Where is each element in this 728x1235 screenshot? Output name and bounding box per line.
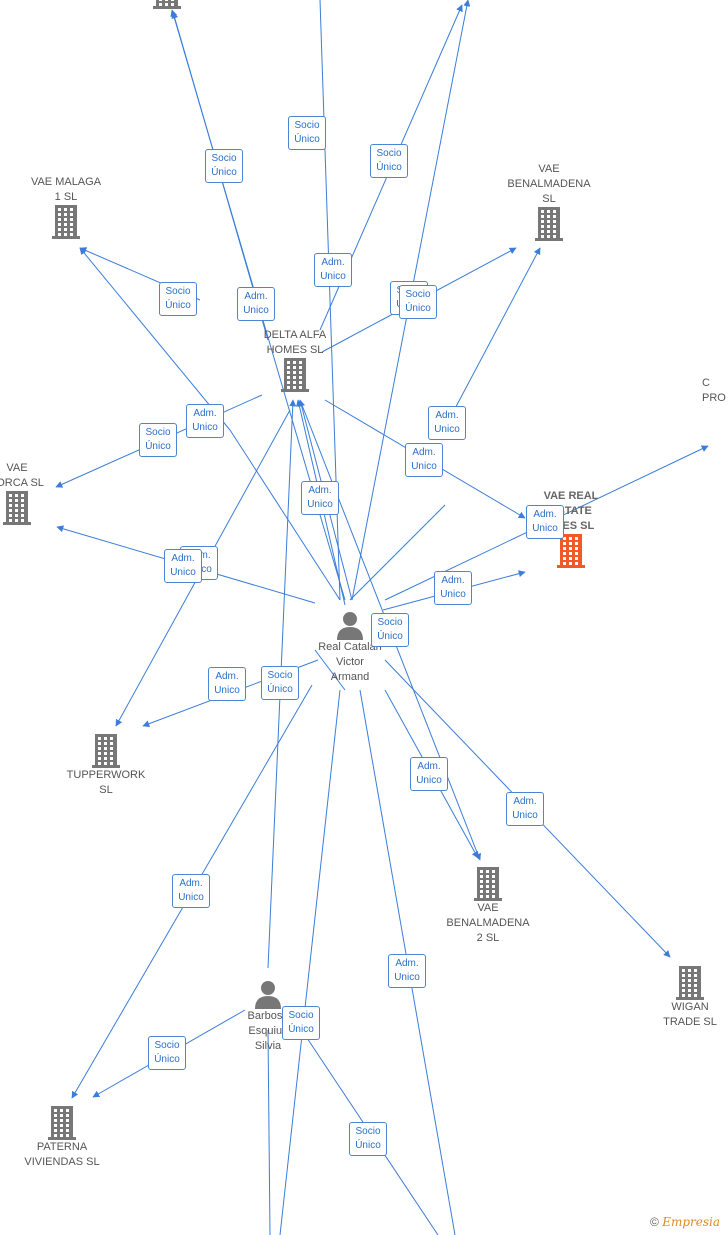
building-icon bbox=[11, 205, 121, 239]
node-label: VAE BENALMADENA 2 SL bbox=[446, 902, 530, 944]
role-badge[interactable]: Socio Único bbox=[288, 116, 326, 150]
node-barbosa[interactable]: Barbosa Esquius Silvia bbox=[213, 979, 323, 1054]
role-badge[interactable]: Adm. Unico bbox=[526, 505, 564, 539]
node-label: TUPPERWORK SL bbox=[66, 769, 146, 796]
role-badge[interactable]: Adm. Unico bbox=[434, 571, 472, 605]
relation-edge bbox=[349, 504, 446, 601]
role-badge[interactable]: Socio Único bbox=[139, 423, 177, 457]
role-badge[interactable]: Adm. Unico bbox=[428, 406, 466, 440]
role-badge[interactable]: Socio Único bbox=[159, 282, 197, 316]
role-badge[interactable]: Socio Único bbox=[261, 666, 299, 700]
role-badge[interactable]: Socio Único bbox=[399, 285, 437, 319]
relation-edge bbox=[229, 429, 341, 601]
role-badge[interactable]: Adm. Unico bbox=[405, 443, 443, 477]
node-vaebenal2[interactable]: VAE BENALMADENA 2 SL bbox=[433, 867, 543, 946]
building-icon bbox=[112, 0, 222, 9]
copyright-symbol: © bbox=[650, 1215, 659, 1229]
role-badge[interactable]: Adm. Unico bbox=[172, 874, 210, 908]
relation-edge bbox=[314, 649, 346, 691]
node-vaebenal[interactable]: VAE BENALMADENA SL bbox=[494, 162, 604, 241]
node-label: Barbosa Esquius Silvia bbox=[247, 1010, 289, 1052]
building-icon bbox=[433, 867, 543, 901]
relation-edge bbox=[79, 247, 231, 431]
node-cpro[interactable]: C PRO bbox=[702, 376, 728, 406]
node-vaelorca[interactable]: VAE LORCA SL bbox=[0, 461, 72, 525]
relation-edge bbox=[267, 1029, 271, 1235]
brand-logo[interactable]: Empresia bbox=[662, 1215, 720, 1229]
role-badge[interactable]: Socio Único bbox=[371, 613, 409, 647]
role-badge[interactable]: Adm. Unico bbox=[237, 287, 275, 321]
building-icon bbox=[635, 966, 728, 1000]
relation-edge bbox=[449, 247, 541, 419]
node-label: C PRO bbox=[702, 377, 726, 404]
footer: © Empresia bbox=[650, 1215, 720, 1229]
person-icon bbox=[213, 979, 323, 1009]
role-badge[interactable]: Adm. Unico bbox=[301, 481, 339, 515]
node-top[interactable] bbox=[112, 0, 222, 9]
node-label: VAE BENALMADENA SL bbox=[507, 163, 591, 205]
role-badge[interactable]: Adm. Unico bbox=[186, 404, 224, 438]
node-delta[interactable]: DELTA ALFA HOMES SL bbox=[240, 328, 350, 392]
building-icon bbox=[240, 358, 350, 392]
node-tupper[interactable]: TUPPERWORK SL bbox=[51, 734, 161, 798]
person-icon bbox=[295, 610, 405, 640]
node-paterna[interactable]: PATERNA VIVIENDAS SL bbox=[7, 1106, 117, 1170]
node-label: VAE MALAGA 1 SL bbox=[30, 176, 102, 203]
node-wigan[interactable]: WIGAN TRADE SL bbox=[635, 966, 728, 1030]
role-badge[interactable]: Socio Único bbox=[282, 1006, 320, 1040]
role-badge[interactable]: Socio Único bbox=[370, 144, 408, 178]
role-badge[interactable]: Socio Único bbox=[148, 1036, 186, 1070]
building-icon bbox=[0, 491, 72, 525]
role-badge[interactable]: Adm. Unico bbox=[164, 549, 202, 583]
node-label: WIGAN TRADE SL bbox=[663, 1001, 717, 1028]
building-icon bbox=[494, 207, 604, 241]
role-badge[interactable]: Adm. Unico bbox=[388, 954, 426, 988]
role-badge[interactable]: Adm. Unico bbox=[506, 792, 544, 826]
node-label: DELTA ALFA HOMES SL bbox=[263, 329, 327, 356]
role-badge[interactable]: Socio Único bbox=[205, 149, 243, 183]
node-vaemalaga[interactable]: VAE MALAGA 1 SL bbox=[11, 175, 121, 239]
relation-edge bbox=[279, 689, 341, 1235]
node-label: PATERNA VIVIENDAS SL bbox=[24, 1141, 100, 1168]
building-icon bbox=[7, 1106, 117, 1140]
role-badge[interactable]: Adm. Unico bbox=[208, 667, 246, 701]
building-icon bbox=[516, 534, 626, 568]
role-badge[interactable]: Adm. Unico bbox=[314, 253, 352, 287]
building-icon bbox=[51, 734, 161, 768]
role-badge[interactable]: Socio Único bbox=[349, 1122, 387, 1156]
node-label: VAE LORCA SL bbox=[0, 462, 44, 489]
role-badge[interactable]: Adm. Unico bbox=[410, 757, 448, 791]
